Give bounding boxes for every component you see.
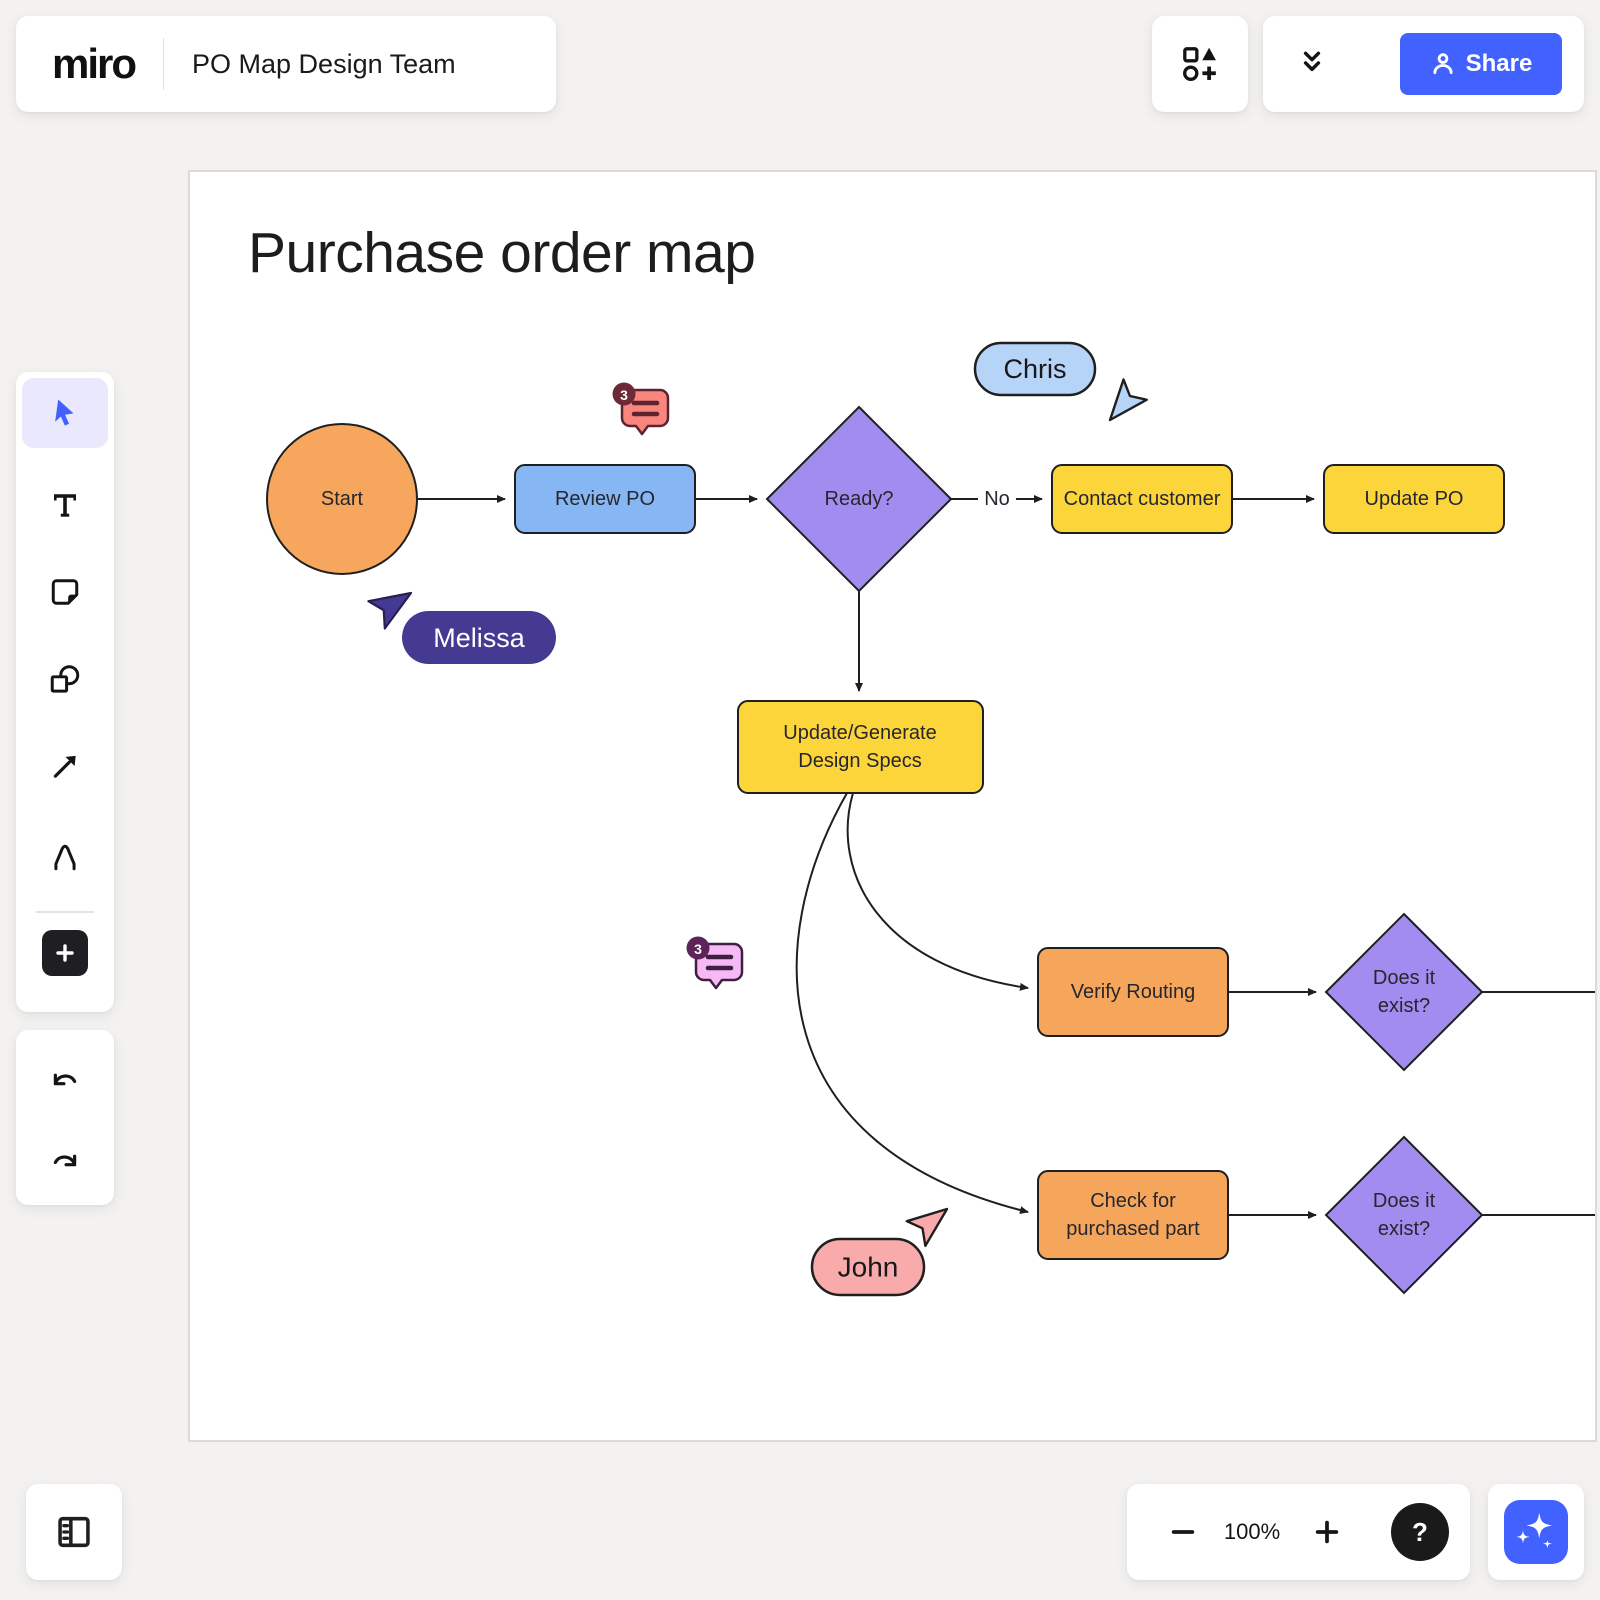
pen-tool[interactable] <box>33 825 97 889</box>
collapse-panel-button[interactable] <box>1277 33 1347 95</box>
node-review-po-label: Review PO <box>555 488 655 510</box>
node-exist-bottom-line2: exist? <box>1378 1218 1430 1240</box>
board-frame[interactable]: Purchase order map Start Review PO Ready… <box>188 170 1597 1442</box>
header-card: miro PO Map Design Team <box>16 16 556 112</box>
node-contact-customer[interactable] <box>1051 464 1233 534</box>
frames-panel-button[interactable] <box>26 1484 122 1580</box>
ai-assist-button[interactable] <box>1504 1500 1568 1564</box>
shapes-template-icon <box>1183 47 1216 81</box>
node-check-part[interactable] <box>1037 1170 1229 1260</box>
sparkles-icon <box>1516 1512 1553 1549</box>
undo-button[interactable] <box>33 1050 97 1114</box>
collaborator-cursor-john: John <box>810 1207 949 1297</box>
redo-button[interactable] <box>33 1131 97 1195</box>
select-tool[interactable] <box>33 380 97 444</box>
connector-tool[interactable] <box>33 734 97 798</box>
zoom-in-button[interactable] <box>1299 1484 1355 1580</box>
flowchart: Start Review PO Ready? No Contact custom… <box>266 341 1595 1297</box>
cursor-tool-icon <box>55 399 74 426</box>
comment-badge-red[interactable]: 3 <box>612 382 670 436</box>
collaborator-cursor-melissa: Melissa <box>367 591 556 664</box>
comment-count-bubble <box>686 936 710 960</box>
add-more-tools-button[interactable] <box>42 930 88 976</box>
minus-icon <box>1171 1530 1195 1534</box>
node-verify-routing[interactable] <box>1037 947 1229 1037</box>
collaborator-tag-melissa <box>402 611 556 664</box>
node-exist-top-decision[interactable] <box>1324 912 1484 1072</box>
comment-badge-pink[interactable]: 3 <box>686 936 744 990</box>
zoom-level[interactable]: 100% <box>1223 1519 1281 1544</box>
arrow-connector-icon <box>53 755 76 778</box>
node-start[interactable] <box>266 423 418 575</box>
zoom-out-button[interactable] <box>1155 1484 1211 1580</box>
node-update-specs[interactable] <box>737 700 984 794</box>
cursor-arrow-icon <box>905 1207 949 1248</box>
share-button-label: Share <box>1465 50 1533 77</box>
templates-button[interactable] <box>1152 16 1248 112</box>
node-exist-bottom-line1: Does it <box>1373 1190 1436 1212</box>
shapes-icon <box>50 665 80 693</box>
cursor-arrow-icon <box>367 591 413 630</box>
node-update-specs-line2: Design Specs <box>798 750 921 772</box>
comment-count-bubble <box>612 382 636 406</box>
redo-icon <box>53 1154 77 1167</box>
collaborator-name: Chris <box>1003 354 1066 384</box>
person-icon <box>1433 53 1453 75</box>
toolbar-divider <box>36 911 94 913</box>
comment-count: 3 <box>694 941 702 957</box>
cursor-arrow-icon <box>1108 378 1148 422</box>
collaborator-name: Melissa <box>433 623 526 653</box>
collaborator-cursor-chris: Chris <box>973 341 1148 422</box>
zoom-bar: 100% ? <box>1127 1484 1470 1580</box>
ai-assist-card <box>1488 1484 1584 1580</box>
header-divider <box>163 38 165 90</box>
sticky-note-icon <box>51 579 79 605</box>
header-actions-card: Share <box>1263 16 1584 112</box>
share-button[interactable]: Share <box>1400 33 1562 95</box>
node-update-po[interactable] <box>1323 464 1505 534</box>
node-review-po[interactable] <box>514 464 696 534</box>
edge-label-no: No <box>984 488 1010 510</box>
connector-specs-check[interactable] <box>795 792 1029 1214</box>
frames-panel-icon <box>58 1516 90 1548</box>
node-check-part-line1: Check for <box>1090 1190 1176 1212</box>
canvas-title[interactable]: Purchase order map <box>248 221 756 285</box>
plus-icon <box>1315 1520 1339 1544</box>
comment-count: 3 <box>620 387 628 403</box>
node-update-po-label: Update PO <box>1365 488 1464 510</box>
help-button[interactable]: ? <box>1391 1503 1449 1561</box>
plus-icon <box>56 944 74 962</box>
node-update-specs-line1: Update/Generate <box>783 722 936 744</box>
help-button-label: ? <box>1412 1516 1428 1547</box>
node-exist-bottom-decision[interactable] <box>1324 1135 1484 1295</box>
collaborator-tag-john <box>810 1237 926 1297</box>
collaborator-tag-chris <box>973 341 1097 397</box>
node-start-label: Start <box>321 488 364 510</box>
node-ready-decision[interactable] <box>765 405 953 593</box>
miro-logo: miro <box>52 40 137 87</box>
text-tool[interactable] <box>33 473 97 537</box>
history-card <box>16 1030 114 1205</box>
node-ready-label: Ready? <box>825 488 894 510</box>
collaborator-name: John <box>838 1252 899 1283</box>
node-check-part-line2: purchased part <box>1066 1218 1200 1240</box>
text-tool-icon <box>54 494 77 517</box>
toolbar-card <box>16 372 114 1012</box>
double-chevron-down-icon <box>1303 51 1321 72</box>
board-title[interactable]: PO Map Design Team <box>192 48 456 79</box>
sticky-note-tool[interactable] <box>33 560 97 624</box>
node-contact-customer-label: Contact customer <box>1064 488 1221 510</box>
connector-specs-verify[interactable] <box>846 792 1029 991</box>
node-exist-top-line2: exist? <box>1378 995 1430 1017</box>
pen-icon <box>54 844 76 871</box>
shapes-tool[interactable] <box>33 648 97 712</box>
node-exist-top-line1: Does it <box>1373 967 1436 989</box>
undo-icon <box>53 1073 77 1086</box>
node-verify-routing-label: Verify Routing <box>1071 981 1196 1003</box>
